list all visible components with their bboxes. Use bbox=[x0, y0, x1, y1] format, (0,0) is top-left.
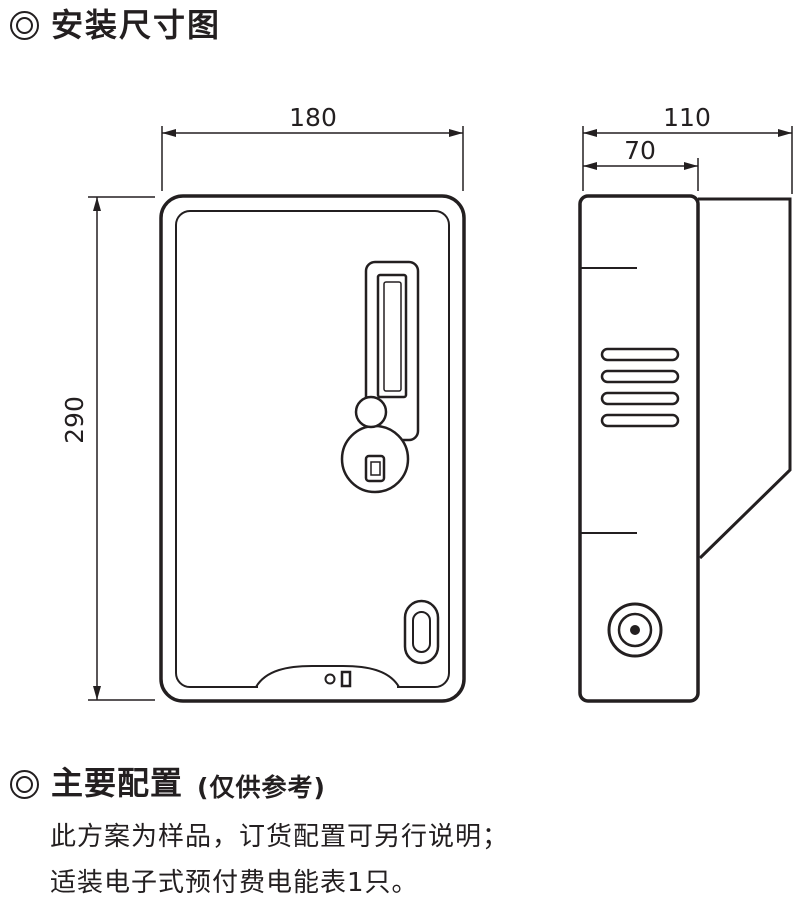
lock-knob-center bbox=[630, 625, 640, 635]
return-slot-outer bbox=[364, 454, 386, 483]
dim-side-total-depth-label: 110 bbox=[663, 103, 711, 132]
arrowhead bbox=[583, 162, 597, 170]
config-line-1: 此方案为样品，订货配置可另行说明； bbox=[50, 822, 510, 852]
dimension-annotations: 180 290 110 bbox=[60, 103, 793, 701]
indicator-slot bbox=[340, 670, 352, 688]
arrowhead bbox=[93, 686, 101, 700]
side-view bbox=[578, 194, 792, 703]
side-body bbox=[578, 194, 700, 703]
section-config-title: 主要配置 bbox=[51, 764, 184, 803]
lock-keyhole bbox=[403, 599, 440, 665]
vent-slot bbox=[600, 391, 680, 406]
bullseye-icon-inner bbox=[16, 17, 33, 35]
section-install-heading: 安装尺寸图 bbox=[10, 6, 222, 44]
dim-side-total-depth: 110 bbox=[582, 103, 793, 194]
coin-return-button bbox=[354, 395, 388, 429]
dim-side-front-depth: 70 bbox=[583, 136, 699, 191]
dim-front-height: 290 bbox=[60, 196, 155, 701]
vent-slot bbox=[600, 347, 680, 362]
arrowhead bbox=[583, 129, 597, 137]
section-config: 主要配置 (仅供参考) 此方案为样品，订货配置可另行说明； 适装电子式预付费电能… bbox=[10, 766, 790, 906]
back-mounting-panel bbox=[698, 197, 792, 560]
dim-front-width-label: 180 bbox=[289, 103, 337, 132]
config-body: 此方案为样品，订货配置可另行说明； 适装电子式预付费电能表1只。 bbox=[50, 814, 790, 906]
section-config-heading: 主要配置 (仅供参考) bbox=[10, 766, 790, 802]
bullseye-icon bbox=[10, 11, 39, 41]
arrowhead bbox=[684, 162, 698, 170]
bullseye-icon bbox=[10, 769, 39, 799]
section-config-title-suffix: (仅供参考) bbox=[197, 773, 326, 802]
keyhole-inner bbox=[412, 611, 431, 653]
arrowhead bbox=[162, 129, 176, 137]
arrowhead bbox=[778, 129, 792, 137]
front-view bbox=[159, 194, 466, 703]
bullseye-icon-inner bbox=[16, 775, 33, 793]
dim-front-width: 180 bbox=[161, 103, 464, 191]
vent-slot bbox=[600, 369, 680, 384]
indicator-dot bbox=[324, 673, 336, 685]
return-slot-inner bbox=[370, 461, 381, 476]
dim-side-front-depth-label: 70 bbox=[624, 136, 656, 165]
arrowhead bbox=[93, 197, 101, 211]
dim-front-height-label: 290 bbox=[60, 396, 89, 444]
lock-knob bbox=[607, 602, 663, 658]
coin-slot-outer bbox=[376, 273, 408, 399]
coin-slot-inner bbox=[383, 281, 402, 392]
config-line-2: 适装电子式预付费电能表1只。 bbox=[50, 868, 419, 898]
keyhole-outer bbox=[403, 599, 440, 665]
vent-slot bbox=[600, 413, 680, 428]
section-install-title: 安装尺寸图 bbox=[51, 6, 222, 44]
bottom-notch bbox=[255, 665, 400, 688]
arrowhead bbox=[449, 129, 463, 137]
coin-acceptor bbox=[340, 260, 420, 494]
vent-slots bbox=[600, 347, 680, 428]
